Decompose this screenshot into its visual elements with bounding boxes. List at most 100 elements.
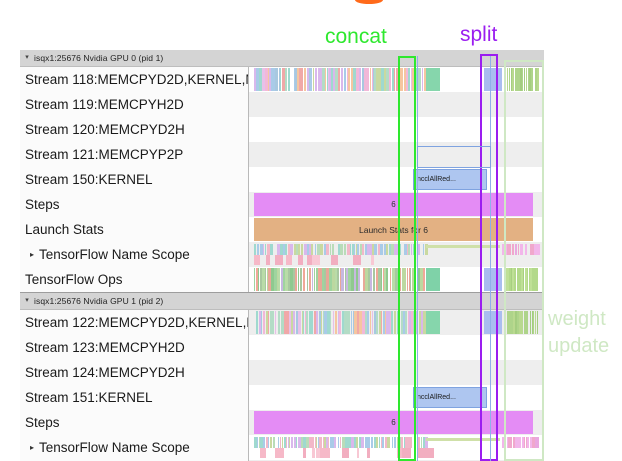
trace-row-label-cell[interactable]: Launch Stats: [20, 217, 248, 242]
trace-row-label: Stream 123:MEMCPYH2D: [25, 340, 185, 355]
chevron-right-icon[interactable]: ▸: [29, 250, 34, 259]
launch-stats-bar[interactable]: Launch Stats for 6: [254, 218, 533, 241]
trace-slices: [249, 120, 544, 139]
trace-row-label: Stream 122:MEMCPYD2D,KERNEL,MI: [25, 315, 248, 330]
nccl-allreduce-slice[interactable]: ncclAllRed...: [413, 387, 487, 408]
trace-row-label-cell[interactable]: Stream 150:KERNEL: [20, 167, 248, 192]
name-scope-span: [426, 245, 500, 248]
steps-bar[interactable]: 6: [254, 411, 533, 434]
trace-row-label-cell[interactable]: ▸ TensorFlow Name Scope: [20, 242, 248, 267]
trace-row[interactable]: Steps 6: [20, 410, 544, 435]
trace-row-label: Stream 124:MEMCPYD2H: [25, 365, 185, 380]
trace-row-label: Stream 150:KERNEL: [25, 172, 153, 187]
trace-row-track[interactable]: [248, 242, 544, 267]
trace-slices: [249, 245, 544, 264]
trace-row-track[interactable]: ncclAllRed...: [248, 385, 544, 410]
trace-row-track[interactable]: [248, 335, 544, 360]
trace-group: ▾ isqx1:25676 Nvidia GPU 1 (pid 2) Stream …: [20, 293, 544, 461]
trace-slices: [249, 220, 544, 239]
nccl-allreduce-slice[interactable]: ncclAllRed...: [413, 169, 487, 190]
trace-row[interactable]: Stream 119:MEMCPYH2D: [20, 92, 544, 117]
trace-row-track[interactable]: [248, 117, 544, 142]
annotation-concat: concat: [325, 25, 387, 48]
trace-row-track[interactable]: 6: [248, 192, 544, 217]
activity-block: [426, 68, 440, 91]
trace-row[interactable]: TensorFlow Ops: [20, 267, 544, 292]
trace-row-label: TensorFlow Name Scope: [39, 247, 190, 262]
trace-row[interactable]: Steps 6: [20, 192, 544, 217]
name-scope-parent-row: [502, 244, 540, 255]
activity-block: [254, 311, 427, 334]
trace-row[interactable]: Stream 150:KERNEL ncclAllRed...: [20, 167, 544, 192]
trace-row[interactable]: Stream 151:KERNEL ncclAllRed...: [20, 385, 544, 410]
trace-row[interactable]: Stream 122:MEMCPYD2D,KERNEL,MI: [20, 310, 544, 335]
trace-row-label-cell[interactable]: Stream 118:MEMCPYD2D,KERNEL,ME: [20, 67, 248, 92]
trace-row[interactable]: Stream 118:MEMCPYD2D,KERNEL,ME: [20, 67, 544, 92]
trace-row-label-cell[interactable]: Stream 124:MEMCPYD2H: [20, 360, 248, 385]
trace-row[interactable]: ▸ TensorFlow Name Scope: [20, 435, 544, 460]
name-scope-span: [426, 438, 500, 441]
trace-row[interactable]: Launch Stats Launch Stats for 6: [20, 217, 544, 242]
trace-row-label: Steps: [25, 197, 60, 212]
group-header-label: isqx1:25676 Nvidia GPU 1 (pid 2): [34, 296, 164, 306]
trace-row[interactable]: Stream 123:MEMCPYH2D: [20, 335, 544, 360]
trace-row-track[interactable]: [248, 92, 544, 117]
trace-row-label: TensorFlow Name Scope: [39, 440, 190, 455]
trace-row-label: Stream 151:KERNEL: [25, 390, 153, 405]
trace-row-label-cell[interactable]: Steps: [20, 192, 248, 217]
trace-row-label-cell[interactable]: Stream 120:MEMCPYD2H: [20, 117, 248, 142]
trace-row-label: Stream 121:MEMCPYP2P: [25, 147, 184, 162]
trace-row-label-cell[interactable]: Stream 119:MEMCPYH2D: [20, 92, 248, 117]
activity-block: [254, 68, 428, 91]
trace-slices: [249, 438, 544, 457]
trace-row-label: Launch Stats: [25, 222, 104, 237]
trace-row-track[interactable]: [248, 435, 544, 460]
trace-row-label: Stream 119:MEMCPYH2D: [25, 97, 184, 112]
trace-row-label-cell[interactable]: Stream 121:MEMCPYP2P: [20, 142, 248, 167]
trace-row[interactable]: Stream 124:MEMCPYD2H: [20, 360, 544, 385]
trace-row-label-cell[interactable]: Stream 122:MEMCPYD2D,KERNEL,MI: [20, 310, 248, 335]
trace-row-label-cell[interactable]: Stream 151:KERNEL: [20, 385, 248, 410]
trace-row[interactable]: Stream 120:MEMCPYD2H: [20, 117, 544, 142]
trace-row-label-cell[interactable]: ▸ TensorFlow Name Scope: [20, 435, 248, 460]
trace-row-track[interactable]: [248, 360, 544, 385]
trace-row-track[interactable]: ncclAllRed...: [248, 167, 544, 192]
trace-row-track[interactable]: [248, 267, 544, 292]
trace-row[interactable]: Stream 121:MEMCPYP2P: [20, 142, 544, 167]
chevron-right-icon[interactable]: ▸: [29, 443, 34, 452]
annotation-weight-update-line2: update: [548, 335, 610, 357]
trace-slices: [249, 145, 544, 164]
trace-group: ▾isqx1:25676 Nvidia GPU 0 (pid 1)Stream …: [20, 50, 544, 293]
trace-row[interactable]: ▸ TensorFlow Name Scope: [20, 242, 544, 267]
annotation-weight-update-line1: weight: [548, 308, 606, 330]
trace-row-track[interactable]: 6: [248, 410, 544, 435]
trace-slices: [249, 170, 544, 189]
trace-slices: [249, 413, 544, 432]
trace-slices: [249, 363, 544, 382]
trace-row-label-cell[interactable]: Steps: [20, 410, 248, 435]
trace-slices: [249, 338, 544, 357]
name-scope-child-row: [254, 255, 426, 265]
activity-block: [504, 311, 538, 334]
trace-row-track[interactable]: Launch Stats for 6: [248, 217, 544, 242]
trace-row-track[interactable]: [248, 142, 544, 167]
name-scope-parent-row: [254, 437, 429, 448]
trace-timeline-panel[interactable]: ▾isqx1:25676 Nvidia GPU 0 (pid 1)Stream …: [20, 50, 544, 461]
name-scope-parent-row: [502, 437, 540, 448]
trace-slices: [249, 195, 544, 214]
annotation-split: split: [460, 23, 498, 46]
annotation-weight-update: weight update: [548, 306, 609, 360]
trace-row-label-cell[interactable]: Stream 123:MEMCPYH2D: [20, 335, 248, 360]
chevron-down-icon[interactable]: ▾: [25, 54, 29, 61]
chevron-down-icon[interactable]: ▾: [25, 297, 29, 304]
trace-slices: [249, 95, 544, 114]
trace-row-track[interactable]: [248, 310, 544, 335]
steps-bar[interactable]: 6: [254, 193, 533, 216]
group-header[interactable]: ▾isqx1:25676 Nvidia GPU 0 (pid 1): [20, 50, 544, 67]
trace-row-label-cell[interactable]: TensorFlow Ops: [20, 267, 248, 292]
activity-block: [426, 311, 440, 334]
group-header[interactable]: ▾ isqx1:25676 Nvidia GPU 1 (pid 2): [20, 293, 544, 310]
trace-row-track[interactable]: [248, 67, 544, 92]
orange-marker-icon: [355, 0, 383, 4]
